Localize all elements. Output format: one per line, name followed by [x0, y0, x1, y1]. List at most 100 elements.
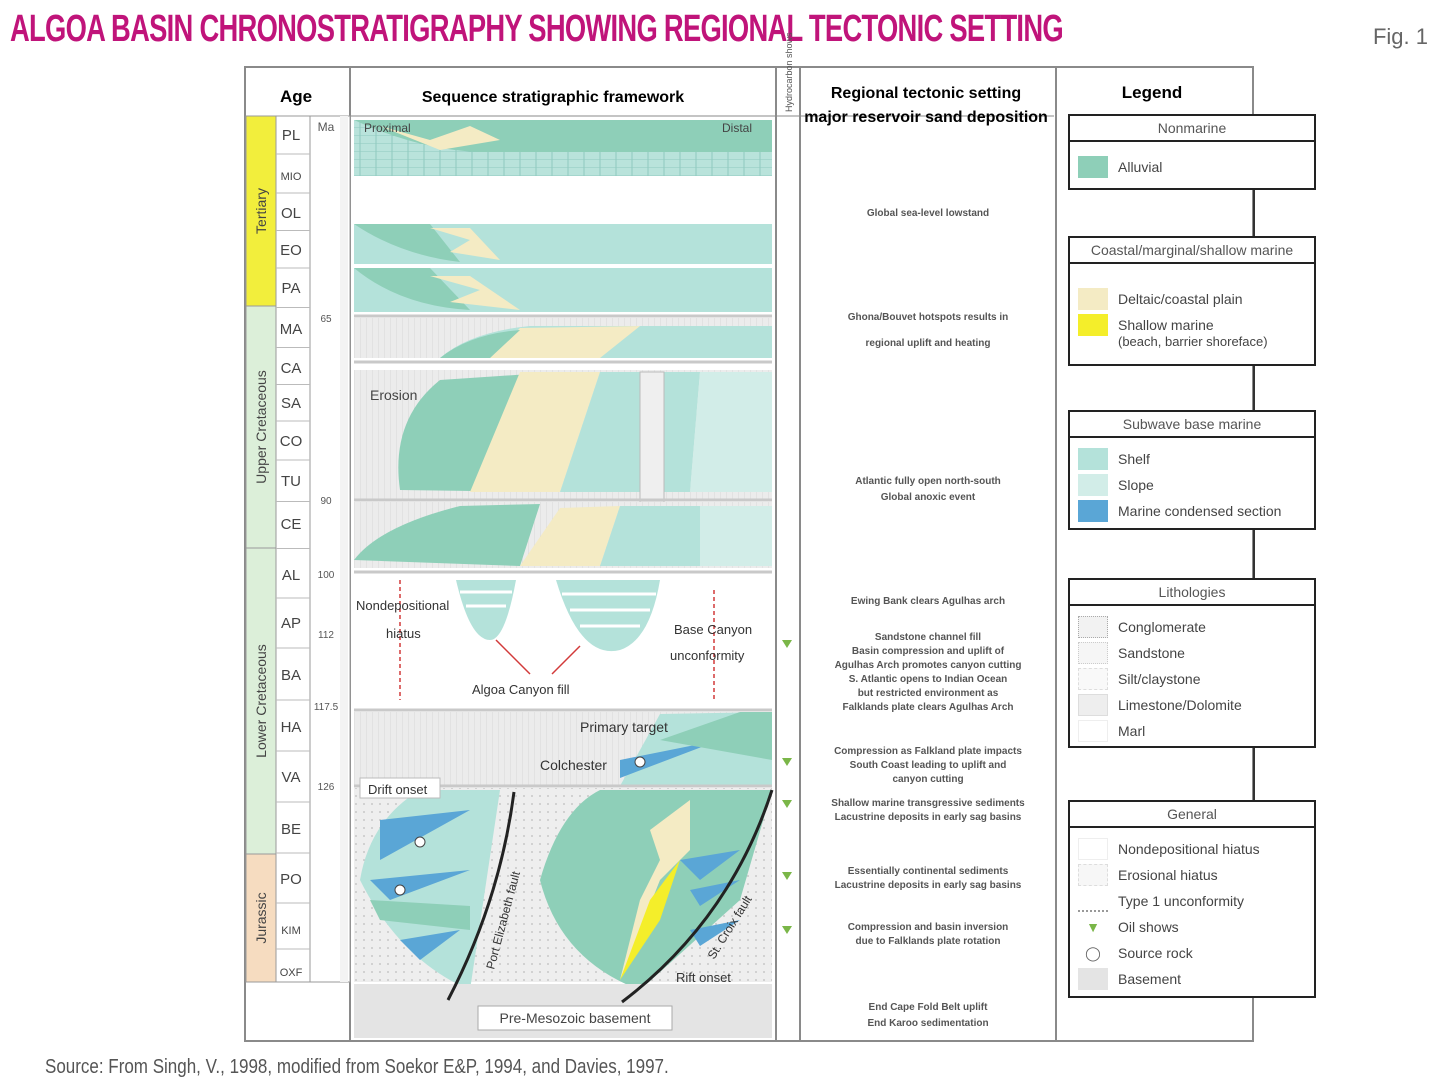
legend-label: Oil shows [1118, 919, 1179, 935]
stage-label: CA [281, 360, 302, 377]
stage-label: HA [281, 719, 302, 736]
legend-swatch [1078, 642, 1108, 664]
legend-group-nonmarine: Nonmarine Alluvial [1068, 114, 1316, 190]
legend-label: Deltaic/coastal plain [1118, 291, 1243, 307]
stage-label: AP [281, 615, 301, 632]
oil-show-icon: ▼ [1086, 919, 1100, 935]
legend-label: Type 1 unconformity [1118, 893, 1245, 909]
legend-item: Marine condensed section [1070, 498, 1314, 524]
tectonic-note: Lacustrine deposits in early sag basins [835, 812, 1022, 823]
legend-label: Marine condensed section [1118, 503, 1282, 519]
legend-swatch [1078, 616, 1108, 638]
tectonic-note: but restricted environment as [858, 688, 999, 699]
stage-label: CE [281, 516, 302, 533]
stage-label: EO [280, 242, 302, 259]
stage-label: MIO [281, 171, 302, 183]
legend-label: Sandstone [1118, 645, 1185, 661]
legend-label: Silt/claystone [1118, 671, 1201, 687]
label-erosion: Erosion [370, 387, 417, 403]
tectonic-note: canyon cutting [892, 774, 963, 785]
tectonic-note: Falklands plate clears Agulhas Arch [843, 702, 1014, 713]
label-proximal: Proximal [364, 121, 411, 135]
figure-title: Algoa basin chronostratigraphy showing r… [10, 8, 1064, 50]
tectonic-note: Ghona/Bouvet hotspots results in [848, 312, 1009, 323]
legend-label: Source rock [1118, 945, 1193, 961]
ma-tick-label: 100 [318, 570, 335, 581]
era-bar-lower-cretaceous [245, 547, 277, 855]
legend-group-subwave: Subwave base marine Shelf Slope Marine c… [1068, 410, 1316, 530]
legend-header: Legend [1122, 83, 1182, 102]
era-bar-jurassic [245, 853, 277, 983]
legend-item: Limestone/Dolomite [1070, 692, 1314, 718]
stage-label: BE [281, 821, 301, 838]
label-nondep: Nondepositional [356, 598, 449, 613]
stage-label: KIM [281, 925, 301, 937]
ma-tick-label: 117.5 [314, 702, 339, 713]
legend-swatch [1078, 864, 1108, 886]
legend-label: Limestone/Dolomite [1118, 697, 1242, 713]
oil-show-markers [782, 640, 792, 934]
era-bar-tertiary [245, 115, 277, 307]
label-hiatus: hiatus [386, 626, 421, 641]
legend-heading: Coastal/marginal/shallow marine [1070, 238, 1314, 264]
legend-swatch [1078, 156, 1108, 178]
legend-item: Erosional hiatus [1070, 862, 1314, 888]
era-label-lower-cretaceous: Lower Cretaceous [253, 644, 269, 758]
tectonic-note: Compression as Falkland plate impacts [834, 746, 1022, 757]
stage-label: OXF [280, 967, 303, 979]
stage-label: SA [281, 395, 301, 412]
legend-label: Alluvial [1118, 159, 1163, 175]
era-label-tertiary: Tertiary [253, 188, 269, 234]
stage-labels: PLMIOOLEOPAMACASACOTUCEALAPBAHAVABEPOKIM… [276, 127, 310, 979]
tectonic-note: Global anoxic event [881, 492, 976, 503]
ma-tick-label: 90 [320, 496, 332, 507]
legend-item: ◯ Source rock [1070, 940, 1314, 966]
tectonic-note: Essentially continental sediments [848, 866, 1009, 877]
stage-label: VA [282, 769, 301, 786]
source-rock-icon: ◯ [1085, 945, 1101, 961]
legend-item: Sandstone [1070, 640, 1314, 666]
legend-note: (beach, barrier shoreface) [1118, 334, 1268, 349]
source-note: Source: From Singh, V., 1998, modified f… [45, 1056, 669, 1078]
tectonic-note: regional uplift and heating [866, 338, 991, 349]
legend-label: Basement [1118, 971, 1182, 987]
era-label-jurassic: Jurassic [253, 892, 269, 943]
legend-label: Conglomerate [1118, 619, 1206, 635]
legend-group-coastal: Coastal/marginal/shallow marine Deltaic/… [1068, 236, 1316, 366]
tectonic-note: Basin compression and uplift of [852, 646, 1005, 657]
tectonic-note: due to Falklands plate rotation [855, 936, 1000, 947]
label-base-canyon: Base Canyon [674, 622, 752, 637]
tectonic-note: Agulhas Arch promotes canyon cutting [835, 660, 1022, 671]
label-unconformity: unconformity [670, 648, 745, 663]
label-primary-target: Primary target [580, 719, 668, 735]
tectonic-note: Compression and basin inversion [848, 922, 1009, 933]
stage-label: TU [281, 473, 301, 490]
legend-item: Conglomerate [1070, 614, 1314, 640]
legend-swatch [1078, 890, 1108, 912]
label-rift-onset: Rift onset [676, 970, 731, 985]
legend-swatch [1078, 668, 1108, 690]
legend-label: Shelf [1118, 451, 1150, 467]
legend-item: Basement [1070, 966, 1314, 992]
ma-tick-label: 112 [318, 630, 334, 641]
tectonic-header-line2: major reservoir sand deposition [804, 109, 1048, 126]
label-basement: Pre-Mesozoic basement [500, 1010, 651, 1026]
legend-swatch [1078, 448, 1108, 470]
legend-item: Type 1 unconformity [1070, 888, 1314, 914]
legend-label: Nondepositional hiatus [1118, 841, 1260, 857]
legend-label: Shallow marine [1118, 317, 1214, 333]
legend-group-general: General Nondepositional hiatus Erosional… [1068, 800, 1316, 998]
legend-swatch [1078, 720, 1108, 742]
legend-item: Silt/claystone [1070, 666, 1314, 692]
legend-swatch [1078, 694, 1108, 716]
legend-item: Alluvial [1070, 154, 1314, 180]
label-colchester: Colchester [540, 757, 607, 773]
legend-heading: General [1070, 802, 1314, 828]
stage-label: PO [280, 871, 302, 888]
stage-label: OL [281, 205, 301, 222]
legend-item: Nondepositional hiatus [1070, 836, 1314, 862]
stage-label: CO [280, 433, 303, 450]
ma-tick-label: 126 [318, 782, 335, 793]
